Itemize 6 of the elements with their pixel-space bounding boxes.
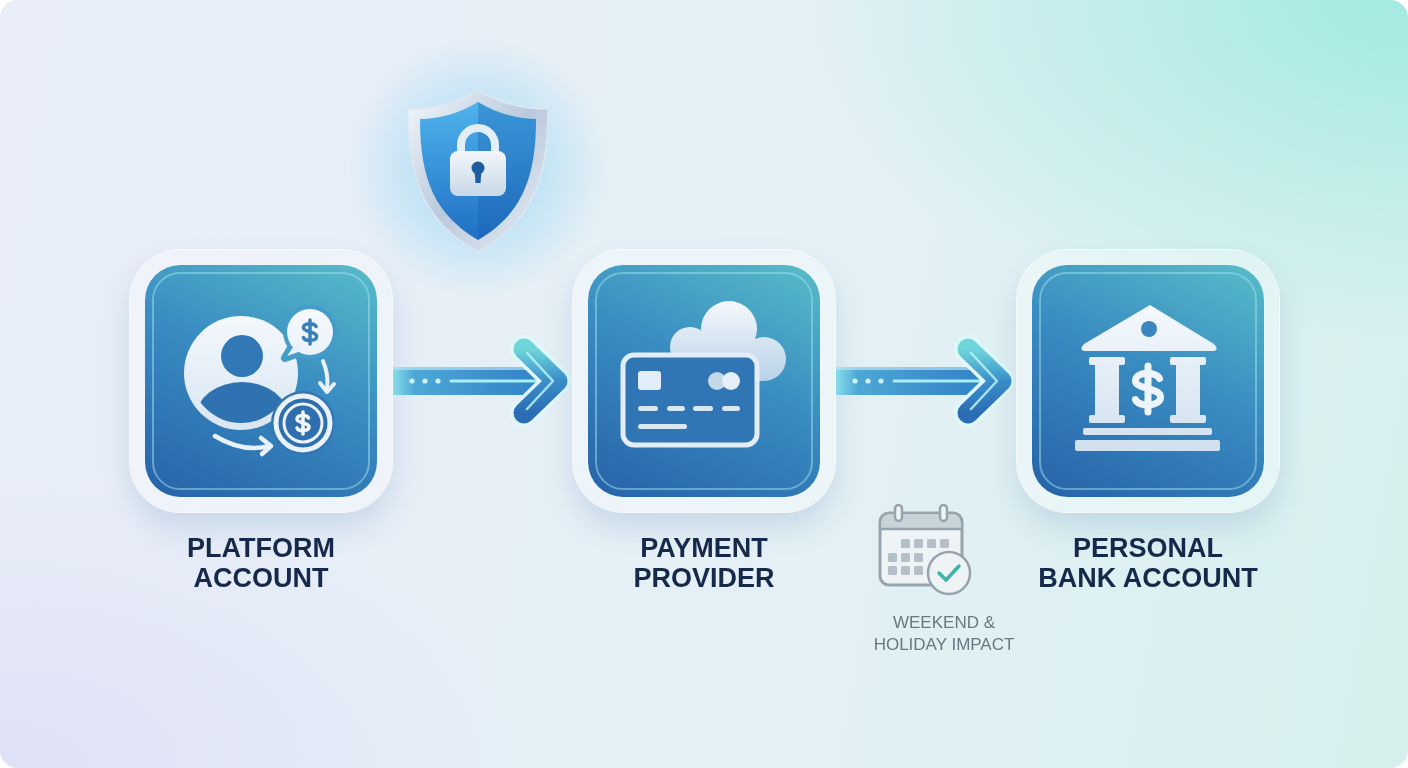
step-label: PERSONAL BANK ACCOUNT [1037, 533, 1259, 593]
arrow [393, 335, 571, 427]
step-label: PAYMENT PROVIDER [632, 533, 776, 593]
step-label: PLATFORM ACCOUNT [186, 533, 336, 593]
note-text: WEEKEND & HOLIDAY IMPACT [872, 612, 1016, 656]
arrow [836, 335, 1015, 427]
